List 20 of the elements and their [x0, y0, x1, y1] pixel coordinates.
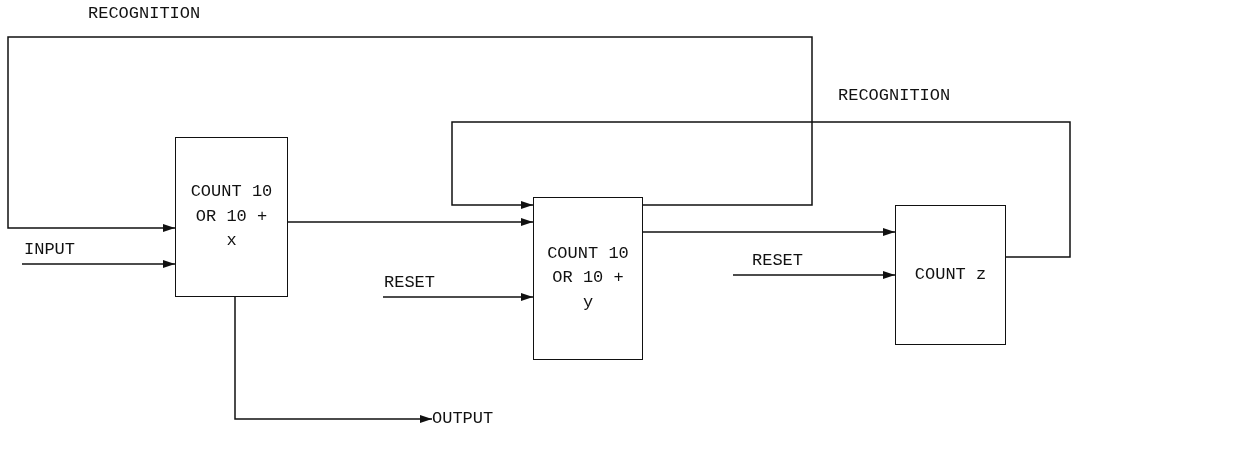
edge-label: RECOGNITION	[838, 86, 951, 105]
arrow	[7, 36, 813, 232]
counter-label: COUNT 10 OR 10 + y	[546, 242, 630, 314]
counter-box	[895, 205, 1006, 345]
edge-label: RECOGNITION	[88, 4, 201, 23]
arrow	[382, 293, 534, 301]
arrow	[234, 296, 433, 423]
arrow	[451, 121, 1071, 258]
arrow	[287, 218, 534, 226]
arrow	[732, 271, 896, 279]
counter-label: COUNT z	[914, 263, 987, 286]
counter-label: COUNT 10 OR 10 + x	[189, 181, 274, 253]
counter-box	[533, 197, 643, 360]
arrow	[642, 228, 896, 236]
edge-label: RESET	[384, 273, 435, 292]
arrow	[21, 260, 176, 268]
edge-label: RESET	[752, 251, 803, 270]
edge-label: INPUT	[24, 240, 75, 259]
counter-box	[175, 137, 288, 297]
output-label: OUTPUT	[432, 407, 494, 430]
